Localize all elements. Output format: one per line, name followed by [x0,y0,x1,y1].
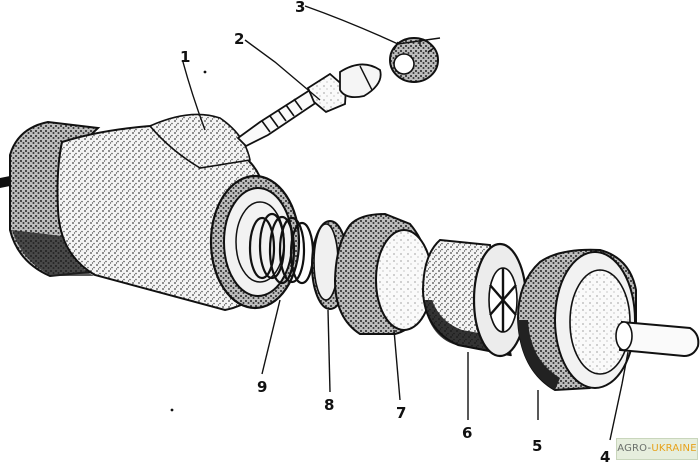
dust-boot [516,248,637,392]
callout-3: 3 [295,0,305,16]
bleeder-screw [236,63,382,148]
callout-1: 1 [180,48,190,66]
callout-8: 8 [324,396,334,414]
callout-5: 5 [532,437,542,455]
piston [421,238,528,358]
callout-4: 4 [600,448,610,465]
callout-9: 9 [257,378,267,396]
leader-9 [261,299,281,375]
watermark-part1: AGRO- [617,443,652,454]
leader-lines [182,5,629,441]
callout-labels: 1 2 3 4 5 6 7 8 9 [180,0,610,465]
rubber-cup [333,212,433,335]
agro-ukraine-watermark: AGRO-UKRAINE [616,438,698,460]
callout-2: 2 [234,30,244,48]
cylinder-body [0,113,301,312]
leader-3 [304,5,441,45]
leader-1 [182,61,206,131]
bleeder-cap [389,37,439,83]
scan-dot [203,70,207,74]
leader-7 [393,329,401,401]
watermark-part2: UKRAINE [651,443,697,454]
leader-8 [327,309,331,393]
callout-6: 6 [462,424,472,442]
leader-4 [609,351,629,441]
push-rod [615,320,700,358]
callout-7: 7 [396,404,406,422]
scan-dot [170,408,174,412]
leader-2 [244,39,321,101]
